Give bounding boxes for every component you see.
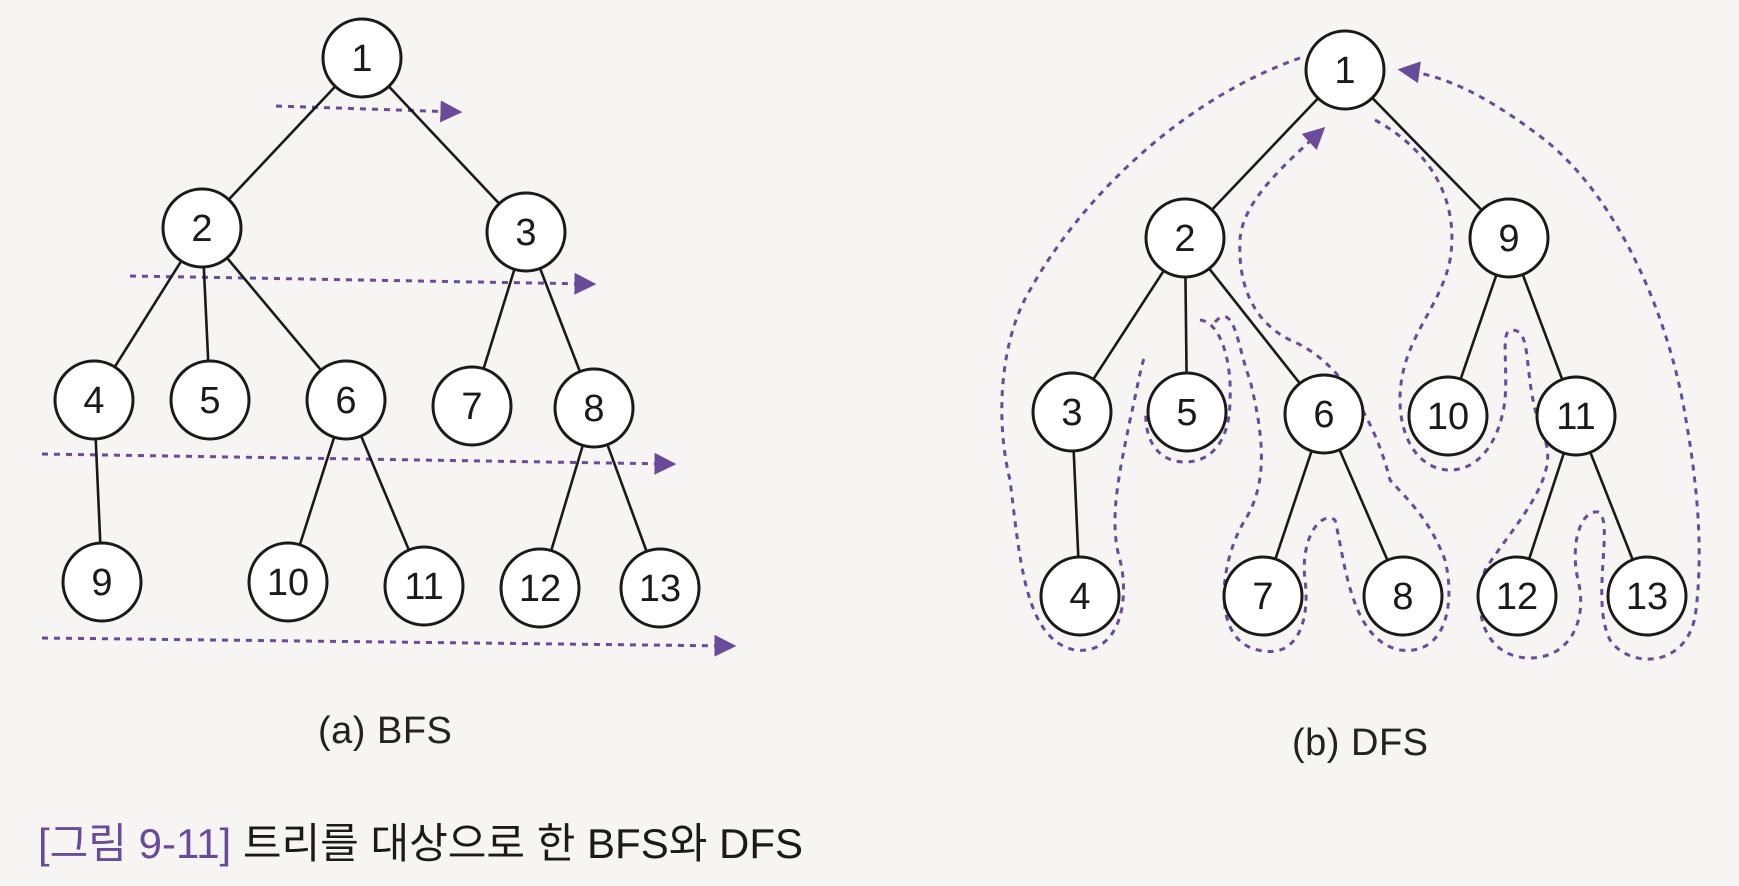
- dfs-traversal-path-2: [1144, 318, 1232, 464]
- dfs-node-7: 7: [1222, 555, 1304, 637]
- bfs-node-13: 13: [619, 547, 701, 629]
- bfs-node-1: 1: [321, 17, 403, 99]
- bfs-node-7: 7: [431, 365, 513, 447]
- bfs-node-label-3: 3: [515, 212, 536, 254]
- dfs-node-label-2: 2: [1174, 218, 1195, 260]
- dfs-node-label-3: 3: [1061, 392, 1082, 434]
- bfs-node-6: 6: [305, 359, 387, 441]
- dfs-node-9: 9: [1468, 197, 1550, 279]
- dfs-node-label-11: 11: [1556, 396, 1595, 438]
- bfs-node-label-4: 4: [83, 380, 104, 422]
- dfs-node-2: 2: [1144, 197, 1226, 279]
- bfs-level-arrow-2: [129, 272, 597, 295]
- bfs-node-12: 12: [499, 547, 581, 629]
- bfs-node-label-1: 1: [351, 38, 372, 80]
- dfs-node-13: 13: [1606, 555, 1688, 637]
- dfs-node-5: 5: [1146, 371, 1228, 453]
- dfs-node-label-13: 13: [1626, 576, 1668, 618]
- bfs-level-arrow-1: [275, 100, 463, 123]
- dfs-node-6: 6: [1283, 373, 1365, 455]
- dfs-caption-label: (b) DFS: [1292, 722, 1429, 764]
- bfs-node-label-13: 13: [639, 568, 681, 610]
- bfs-node-label-10: 10: [267, 562, 309, 604]
- dfs-node-10: 10: [1407, 375, 1489, 457]
- dfs-traversal-path-3: [1213, 126, 1451, 653]
- bfs-level-arrow-4: [41, 634, 737, 657]
- bfs-node-label-9: 9: [91, 562, 112, 604]
- bfs-node-2: 2: [161, 187, 243, 269]
- bfs-node-label-12: 12: [519, 568, 561, 610]
- bfs-node-11: 11: [383, 545, 465, 627]
- dfs-node-label-12: 12: [1496, 576, 1538, 618]
- bfs-node-label-5: 5: [199, 380, 220, 422]
- bfs-node-10: 10: [247, 541, 329, 623]
- dfs-traversal-path-1: [1000, 56, 1301, 652]
- bfs-node-label-11: 11: [404, 566, 443, 608]
- bfs-node-8: 8: [553, 367, 635, 449]
- dfs-node-label-7: 7: [1252, 576, 1273, 618]
- figure-caption-text: 트리를 대상으로 한 BFS와 DFS: [231, 820, 804, 867]
- bfs-caption-label: (a) BFS: [318, 710, 453, 752]
- bfs-node-label-6: 6: [335, 380, 356, 422]
- bfs-level-arrow-3: [41, 452, 677, 475]
- dfs-node-label-9: 9: [1498, 218, 1519, 260]
- dfs-node-3: 3: [1031, 371, 1113, 453]
- figure-caption: [그림 9-11] 트리를 대상으로 한 BFS와 DFS: [38, 810, 803, 871]
- dfs-node-label-5: 5: [1176, 392, 1197, 434]
- dfs-node-4: 4: [1039, 555, 1121, 637]
- bfs-node-9: 9: [61, 541, 143, 623]
- dfs-node-11: 11: [1535, 375, 1617, 457]
- dfs-node-8: 8: [1362, 555, 1444, 637]
- bfs-node-5: 5: [169, 359, 251, 441]
- bfs-node-label-2: 2: [191, 208, 212, 250]
- dfs-node-label-10: 10: [1427, 396, 1469, 438]
- dfs-node-12: 12: [1476, 555, 1558, 637]
- bfs-node-4: 4: [53, 359, 135, 441]
- dfs-traversal-path-4: [1374, 61, 1701, 661]
- bfs-node-label-8: 8: [583, 388, 604, 430]
- bfs-node-3: 3: [485, 191, 567, 273]
- dfs-node-label-4: 4: [1069, 576, 1090, 618]
- dfs-node-label-6: 6: [1313, 394, 1334, 436]
- dfs-node-label-8: 8: [1392, 576, 1413, 618]
- dfs-node-label-1: 1: [1334, 50, 1355, 92]
- figure-number: [그림 9-11]: [38, 820, 232, 867]
- dfs-node-1: 1: [1304, 29, 1386, 111]
- bfs-node-label-7: 7: [461, 386, 482, 428]
